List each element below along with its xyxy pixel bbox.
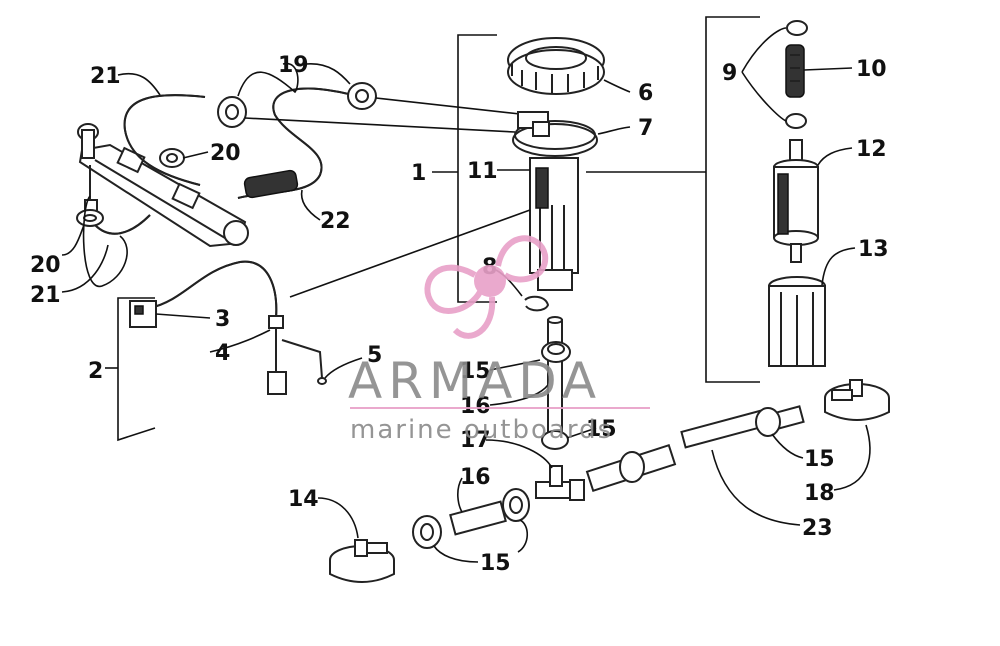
callout-16-b: 16 (460, 465, 491, 490)
armada-logo-mark (424, 235, 549, 339)
callout-13: 13 (858, 237, 889, 262)
callout-20-a: 20 (210, 141, 241, 166)
fuel-nut-9-top (786, 20, 808, 36)
armada-watermark: ARMADA marine outboards (348, 235, 650, 445)
callout-22: 22 (320, 209, 351, 234)
callout-15-d: 15 (804, 447, 835, 472)
callout-17: 17 (460, 428, 491, 453)
fuel-hose-23 (680, 405, 805, 449)
clamp-15-mid (502, 488, 530, 522)
t-joint-17 (535, 465, 585, 501)
callout-19: 19 (278, 53, 309, 78)
fuel-nut-9-bottom (785, 113, 807, 129)
hose-clamp-19-left (217, 96, 247, 128)
callout-20-b: 20 (30, 253, 61, 278)
group-bracket-pump (586, 16, 760, 383)
brand-name: ARMADA (348, 352, 602, 410)
callout-9: 9 (722, 61, 737, 86)
fuel-filter-14 (329, 539, 395, 583)
group-bracket-1 (432, 34, 497, 303)
terminal-4 (267, 315, 287, 395)
fuel-hose-right (585, 443, 677, 493)
callout-4: 4 (215, 341, 230, 366)
hose-clip-lower (76, 165, 104, 227)
hose-clip-upper (159, 148, 185, 168)
callout-15-c: 15 (480, 551, 511, 576)
clamp-15-lower (541, 430, 569, 450)
callout-11: 11 (467, 159, 498, 184)
callout-14: 14 (288, 487, 319, 512)
callout-7: 7 (638, 116, 653, 141)
callout-16-a: 16 (460, 394, 491, 419)
fuel-rail (77, 123, 249, 248)
clamp-15-upper (541, 341, 571, 363)
callout-2: 2 (88, 359, 103, 384)
group-bracket-2 (105, 297, 156, 442)
brand-tagline: marine outboards (350, 415, 613, 445)
callout-10: 10 (856, 57, 887, 82)
fuel-hose-21 (94, 94, 206, 235)
callout-21-a: 21 (90, 64, 121, 89)
clamp-15-left (412, 515, 442, 549)
lock-ring-6 (507, 37, 605, 95)
pump-sleeve-13 (768, 276, 826, 367)
wiring-harness-2 (149, 260, 278, 319)
fuel-hose-16-lower (449, 500, 507, 536)
hose-22-with-spring-guard (237, 87, 361, 199)
callout-12: 12 (856, 137, 887, 162)
callout-15-b: 15 (586, 417, 617, 442)
hose-clamp-19-right (347, 82, 377, 110)
callout-3: 3 (215, 307, 230, 332)
callout-15-a: 15 (460, 359, 491, 384)
pump-module-7 (512, 111, 598, 291)
connector-3 (129, 300, 157, 328)
clamp-15-far-right (755, 407, 781, 437)
pump-harness-10 (785, 44, 805, 98)
callout-6: 6 (638, 81, 653, 106)
ground-wire-5 (281, 339, 327, 385)
callout-5: 5 (367, 343, 382, 368)
retaining-clip-8 (524, 295, 550, 312)
callout-23: 23 (802, 516, 833, 541)
callout-1: 1 (411, 161, 426, 186)
electric-fuel-pump-12 (773, 139, 819, 263)
fuel-filter-18 (824, 379, 890, 421)
callout-18: 18 (804, 481, 835, 506)
callout-21-b: 21 (30, 283, 61, 308)
